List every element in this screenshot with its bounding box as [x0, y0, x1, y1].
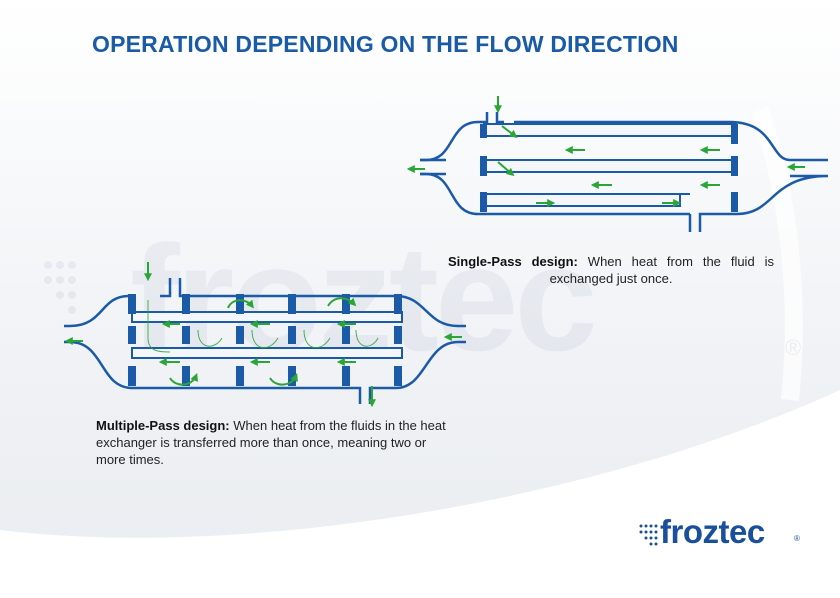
single-pass-tube-2 [483, 159, 737, 173]
single-pass-tubesheet-right-2 [731, 156, 738, 176]
logo-wordmark: froztec [660, 513, 765, 550]
multi-pass-exchanger [64, 262, 466, 408]
multi-pass-baffles [128, 294, 402, 386]
single-pass-exchanger [406, 96, 829, 232]
single-pass-heading: Single-Pass design: [448, 254, 578, 269]
single-pass-tubesheet-right-3 [731, 192, 738, 212]
multi-pass-flow-arrows [64, 262, 462, 408]
single-pass-text: When heat from the fluid is exchanged ju… [549, 254, 774, 286]
multi-pass-tube-2 [131, 347, 403, 359]
single-pass-caption: Single-Pass design: When heat from the f… [448, 253, 774, 287]
multi-pass-text: When heat from the fluids in the heat ex… [96, 418, 446, 467]
single-pass-flow-arrows [406, 96, 805, 207]
logo-registered: ® [794, 534, 800, 543]
single-pass-tube-1 [483, 123, 737, 137]
multi-pass-caption: Multiple-Pass design: When heat from the… [96, 417, 456, 468]
single-pass-tubesheet-left-2 [480, 156, 487, 176]
background-swoosh [0, 390, 840, 598]
single-pass-tube-3 [483, 193, 681, 207]
single-pass-tubesheet-right-1 [731, 124, 738, 144]
single-pass-tubesheet-left-3 [480, 192, 487, 212]
watermark-registered: ® [785, 335, 801, 360]
multi-pass-shell [64, 278, 466, 404]
single-pass-shell [420, 112, 829, 232]
brand-logo: froztec ® [638, 513, 808, 555]
multi-pass-tube-1 [131, 311, 403, 323]
multi-pass-heading: Multiple-Pass design: [96, 418, 230, 433]
single-pass-tubesheet-left-1 [480, 124, 487, 138]
page-title: OPERATION DEPENDING ON THE FLOW DIRECTIO… [92, 31, 679, 57]
logo-dots-icon [639, 524, 658, 546]
multi-pass-flow-curves [147, 300, 379, 353]
watermark-logo [44, 261, 76, 314]
